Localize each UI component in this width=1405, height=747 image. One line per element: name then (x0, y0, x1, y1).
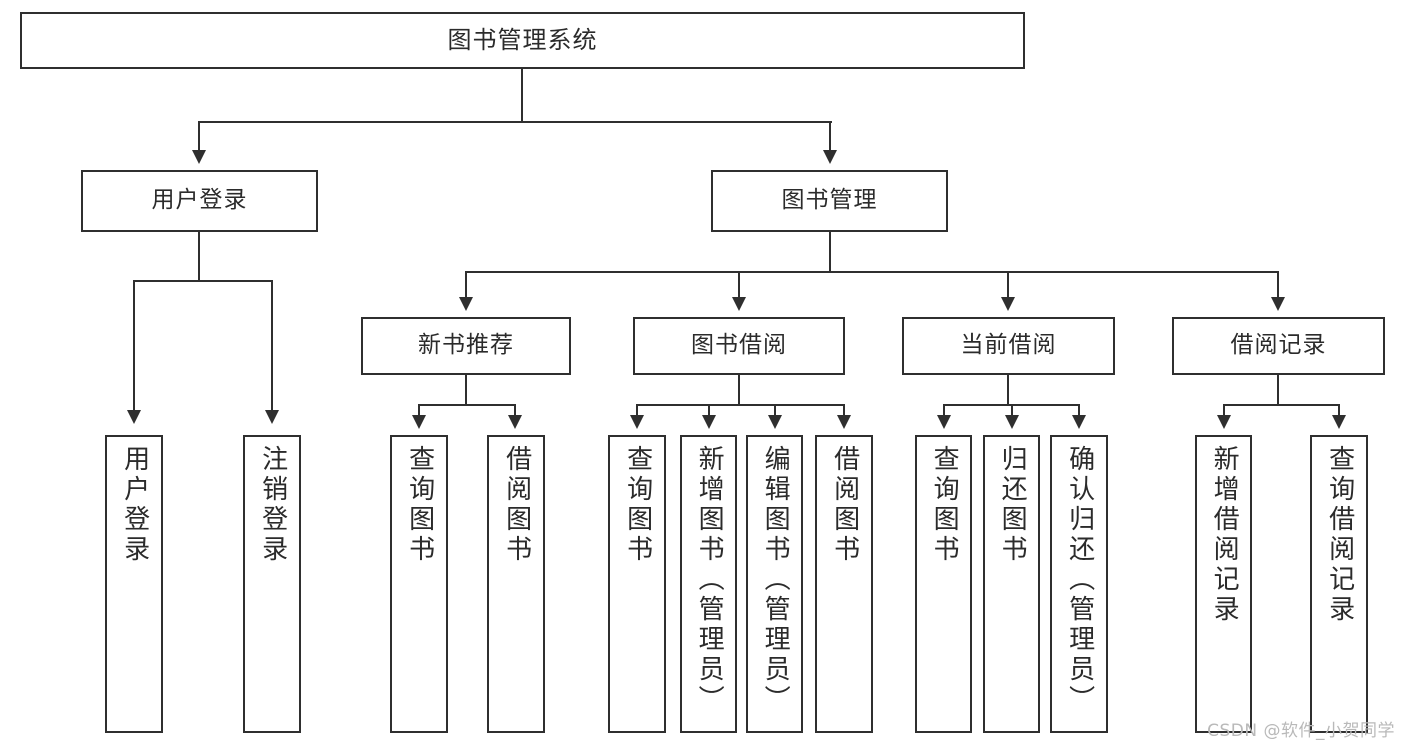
connector-current-stem (1007, 375, 1009, 405)
arrow-login-to-leaf2 (265, 410, 279, 424)
arrow-current-to-leaf10 (1005, 415, 1019, 429)
node-newbook-label: 新书推荐 (418, 332, 514, 359)
node-leaf-query-book-newbook-label: 查询图书 (404, 445, 435, 565)
connector-bookmgmt-bus (465, 271, 1279, 273)
node-leaf-add-borrow-record[interactable]: 新增借阅记录 (1195, 435, 1252, 733)
node-leaf-return-book[interactable]: 归还图书 (983, 435, 1040, 733)
arrow-root-to-login (192, 150, 206, 164)
node-leaf-borrow-book[interactable]: 借阅图书 (815, 435, 873, 733)
arrow-borrow-to-leaf6 (702, 415, 716, 429)
arrow-newbook-to-leaf3 (412, 415, 426, 429)
arrow-bookmgmt-to-newbook (459, 297, 473, 311)
node-leaf-edit-book-admin[interactable]: 编辑图书（管理员） (746, 435, 803, 733)
node-leaf-logout[interactable]: 注销登录 (243, 435, 301, 733)
connector-borrow-stem (738, 375, 740, 405)
arrow-records-to-leaf12 (1217, 415, 1231, 429)
node-borrow-label: 图书借阅 (691, 332, 787, 359)
node-leaf-user-login-label: 用户登录 (119, 445, 150, 565)
connector-records-to-leaf12 (1223, 404, 1225, 416)
arrow-borrow-to-leaf8 (837, 415, 851, 429)
connector-login-to-leaf1 (133, 280, 135, 411)
connector-current-to-leaf10 (1011, 404, 1013, 416)
node-bookmgmt-label: 图书管理 (781, 187, 878, 214)
connector-login-stem (198, 232, 200, 281)
arrow-current-to-leaf11 (1072, 415, 1086, 429)
connector-root-to-login (198, 121, 200, 151)
connector-root-stem (521, 69, 523, 122)
arrow-borrow-to-leaf5 (630, 415, 644, 429)
node-root-label: 图书管理系统 (447, 26, 598, 55)
node-newbook[interactable]: 新书推荐 (361, 317, 571, 375)
node-leaf-borrow-book-newbook-label: 借阅图书 (501, 445, 532, 565)
connector-newbook-stem (465, 375, 467, 405)
connector-records-bus (1223, 404, 1340, 406)
node-root[interactable]: 图书管理系统 (20, 12, 1025, 69)
node-leaf-confirm-return-admin-label: 确认归还（管理员） (1064, 445, 1095, 715)
connector-borrow-to-leaf7 (774, 404, 776, 416)
node-leaf-borrow-book-newbook[interactable]: 借阅图书 (487, 435, 545, 733)
node-leaf-add-borrow-record-label: 新增借阅记录 (1209, 445, 1240, 625)
connector-root-to-bookmgmt (829, 121, 831, 151)
connector-borrow-bus (636, 404, 844, 406)
node-leaf-edit-book-admin-label: 编辑图书（管理员） (760, 445, 791, 715)
connector-borrow-to-leaf5 (636, 404, 638, 416)
node-records[interactable]: 借阅记录 (1172, 317, 1385, 375)
node-leaf-return-book-label: 归还图书 (997, 445, 1028, 565)
arrow-borrow-to-leaf7 (768, 415, 782, 429)
connector-current-to-leaf9 (943, 404, 945, 416)
node-leaf-query-book-borrow-label: 查询图书 (622, 445, 653, 565)
node-leaf-user-login[interactable]: 用户登录 (105, 435, 163, 733)
connector-bookmgmt-to-records (1277, 271, 1279, 298)
node-leaf-query-borrow-record-label: 查询借阅记录 (1324, 445, 1355, 625)
node-leaf-add-book-admin[interactable]: 新增图书（管理员） (680, 435, 737, 733)
connector-borrow-to-leaf6 (708, 404, 710, 416)
connector-root-bus (198, 121, 832, 123)
connector-bookmgmt-stem (829, 232, 831, 272)
connector-newbook-to-leaf4 (514, 404, 516, 416)
node-login-label: 用户登录 (151, 187, 248, 214)
arrow-newbook-to-leaf4 (508, 415, 522, 429)
arrow-bookmgmt-to-current (1001, 297, 1015, 311)
connector-bookmgmt-to-borrow (738, 271, 740, 298)
connector-newbook-bus (418, 404, 516, 406)
node-leaf-query-book-current[interactable]: 查询图书 (915, 435, 972, 733)
connector-records-to-leaf13 (1338, 404, 1340, 416)
node-records-label: 借阅记录 (1230, 332, 1327, 359)
arrow-bookmgmt-to-borrow (732, 297, 746, 311)
node-leaf-query-borrow-record[interactable]: 查询借阅记录 (1310, 435, 1368, 733)
arrow-bookmgmt-to-records (1271, 297, 1285, 311)
node-leaf-borrow-book-label: 借阅图书 (829, 445, 860, 565)
connector-current-to-leaf11 (1078, 404, 1080, 416)
node-borrow[interactable]: 图书借阅 (633, 317, 845, 375)
connector-borrow-to-leaf8 (843, 404, 845, 416)
arrow-records-to-leaf13 (1332, 415, 1346, 429)
arrow-root-to-bookmgmt (823, 150, 837, 164)
connector-newbook-to-leaf3 (418, 404, 420, 416)
node-leaf-add-book-admin-label: 新增图书（管理员） (694, 445, 725, 715)
node-leaf-confirm-return-admin[interactable]: 确认归还（管理员） (1050, 435, 1108, 733)
arrow-login-to-leaf1 (127, 410, 141, 424)
node-bookmgmt[interactable]: 图书管理 (711, 170, 948, 232)
node-leaf-query-book-current-label: 查询图书 (929, 445, 960, 565)
connector-bookmgmt-to-current (1007, 271, 1009, 298)
node-current-label: 当前借阅 (960, 332, 1057, 359)
connector-records-stem (1277, 375, 1279, 405)
node-login[interactable]: 用户登录 (81, 170, 318, 232)
node-leaf-logout-label: 注销登录 (257, 445, 288, 565)
arrow-current-to-leaf9 (937, 415, 951, 429)
connector-bookmgmt-to-newbook (465, 271, 467, 298)
node-leaf-query-book-newbook[interactable]: 查询图书 (390, 435, 448, 733)
connector-login-bus (133, 280, 272, 282)
node-leaf-query-book-borrow[interactable]: 查询图书 (608, 435, 666, 733)
node-current[interactable]: 当前借阅 (902, 317, 1115, 375)
connector-login-to-leaf2 (271, 280, 273, 411)
